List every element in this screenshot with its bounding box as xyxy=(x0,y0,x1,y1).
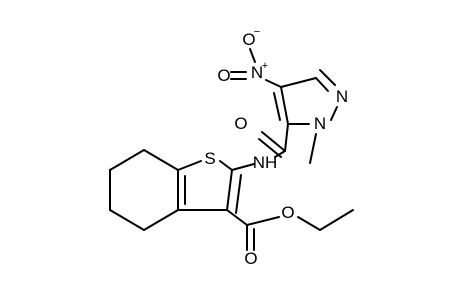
bond-c3p-c4p xyxy=(280,77,317,88)
atom-nitro-oxygen-top: O xyxy=(242,30,255,49)
atom-pyrazole-n2: N xyxy=(336,87,348,106)
bond-s-c7 xyxy=(219,160,233,171)
bond-c2-c1 xyxy=(109,209,145,231)
bond-c4p-c5p-double xyxy=(273,92,281,121)
atom-nitro-nitrogen: N xyxy=(251,63,263,82)
bond-c7-c8-double xyxy=(235,174,242,214)
nitro-positive-charge: + xyxy=(262,60,268,72)
bond-n1-methyl xyxy=(309,133,317,164)
bond-n2-c3p xyxy=(315,77,329,92)
bond-c7-nh xyxy=(231,163,255,171)
bond-nh-camide xyxy=(274,150,286,158)
bond-c4-c3 xyxy=(109,149,145,171)
bond-nnitro-o-top xyxy=(249,48,256,63)
bond-c1-c6 xyxy=(143,209,179,231)
bond-n2-c3p-double xyxy=(319,69,336,86)
bonds xyxy=(109,48,354,251)
atom-nitro-oxygen-left: O xyxy=(217,66,230,85)
atom-ester-oxygen-double: O xyxy=(244,249,257,268)
bond-o-ch2 xyxy=(297,216,321,231)
bond-c5-s xyxy=(177,160,202,171)
bond-n1-n2 xyxy=(330,106,338,121)
bond-c8-cester xyxy=(226,209,248,226)
bond-camide-o-1 xyxy=(261,131,286,152)
bond-c4p-nnitro xyxy=(265,79,282,88)
nitro-negative-charge: − xyxy=(254,26,260,38)
atom-ester-oxygen-single: O xyxy=(281,203,294,222)
bond-c4-c5 xyxy=(143,149,179,171)
atom-amide-oxygen: O xyxy=(234,114,247,133)
bond-camide-cpyr xyxy=(284,123,289,152)
bond-camide-o-2 xyxy=(258,138,282,158)
bond-cester-o-single xyxy=(246,216,280,226)
atom-labels: S NH O N N N + O − O O O xyxy=(204,26,348,268)
atom-sulfur: S xyxy=(204,149,215,168)
atom-pyrazole-n1: N xyxy=(314,114,326,133)
bond-c4p-c5p xyxy=(280,86,289,125)
bond-c7-c8 xyxy=(226,169,233,211)
atom-amide-nh: NH xyxy=(253,153,278,172)
bond-ch2-ch3 xyxy=(319,209,354,231)
